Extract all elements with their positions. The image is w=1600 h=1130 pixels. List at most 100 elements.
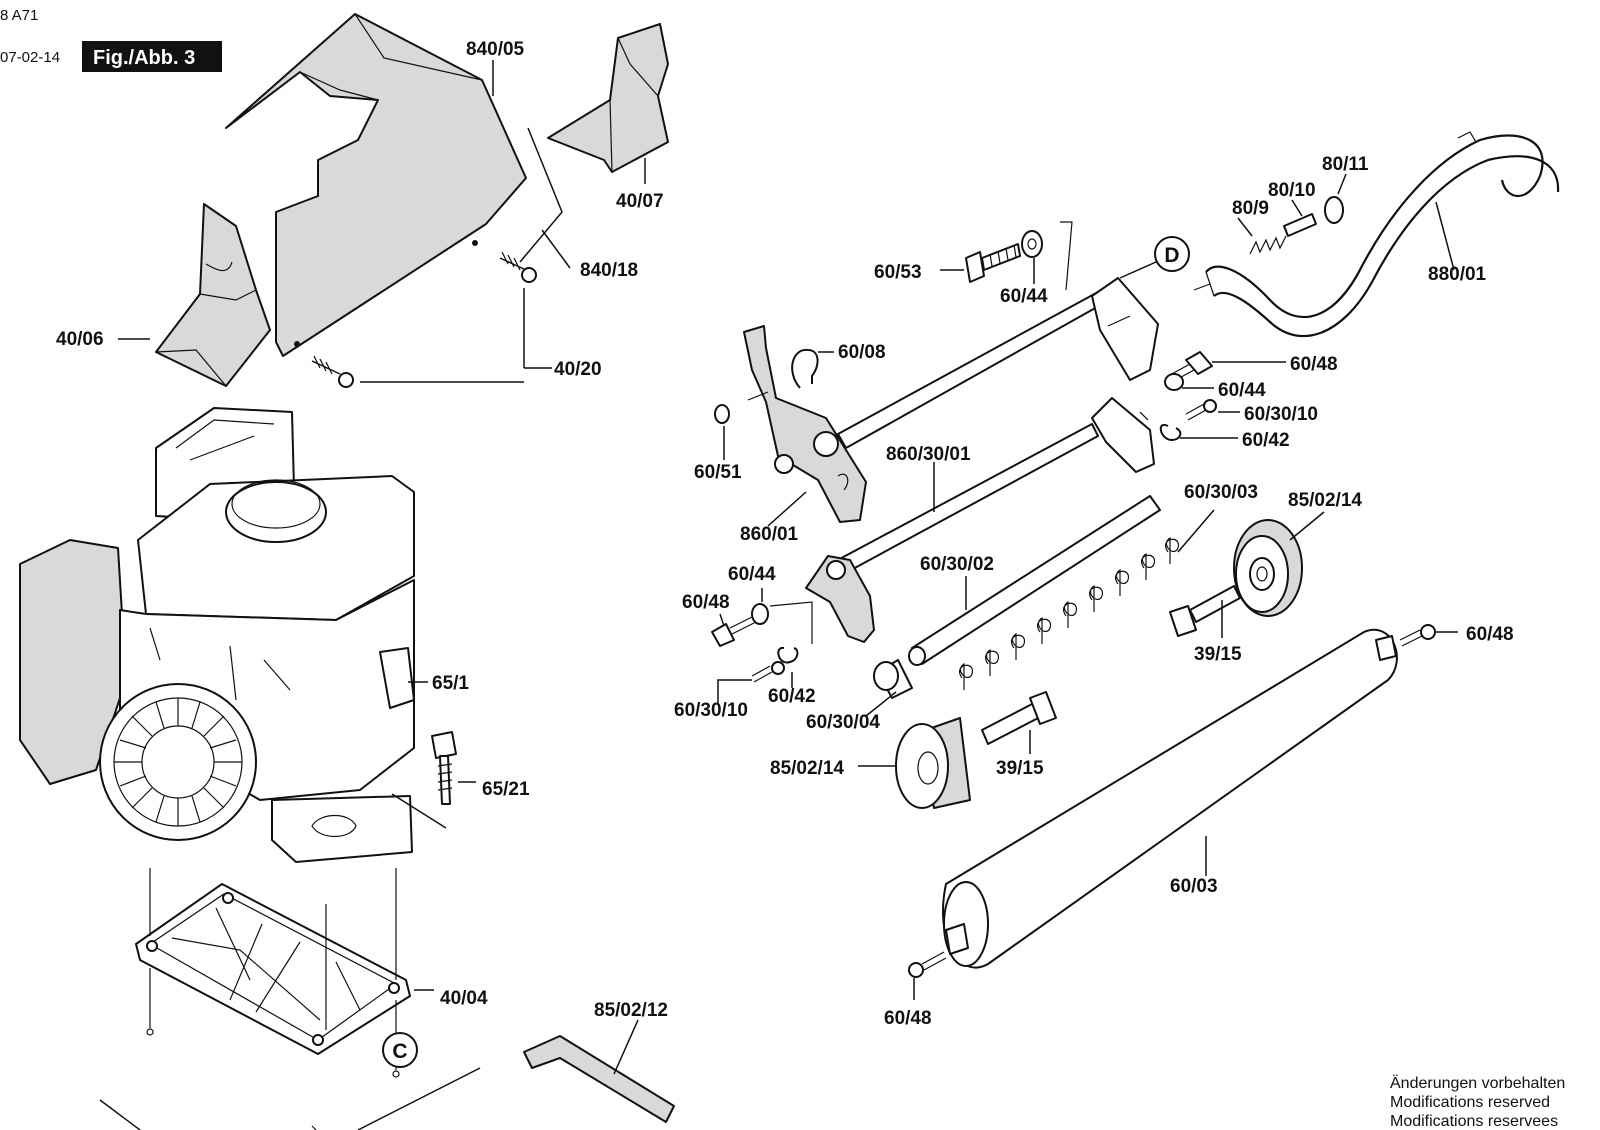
label-60-30-04: 60/30/04 [806, 712, 880, 733]
leader-880-01 [1435, 201, 1455, 271]
frame-peg [311, 1125, 317, 1130]
note-fr: Modifications reservees [1390, 1113, 1558, 1130]
label-860-01: 860/01 [740, 524, 799, 545]
doc-date: 07-02-14 [0, 49, 60, 66]
leader-65-21b [391, 793, 447, 829]
label-39-15-r: 39/15 [1194, 644, 1242, 665]
doc-code: 8 A71 [0, 7, 38, 24]
label-60-44-l: 60/44 [728, 564, 776, 585]
label-39-15-l: 39/15 [996, 758, 1044, 779]
spring-80-9 [1249, 235, 1287, 255]
guard-40-07 [547, 23, 669, 173]
label-60-44-r: 60/44 [1218, 380, 1266, 401]
label-40-04: 40/04 [440, 988, 488, 1009]
bolt-60-48-l [711, 615, 757, 647]
label-60-08: 60/08 [838, 342, 886, 363]
frame-line-mid [357, 1067, 481, 1130]
leader-40-20 [360, 288, 552, 383]
callout-d-circle [1154, 236, 1190, 272]
shaft-60-30-02 [908, 495, 1161, 666]
screw-60-48-r2 [1399, 624, 1436, 647]
washer-60-42-l [777, 646, 799, 664]
bracket-860-01 [743, 325, 867, 523]
screw-60-48-b [908, 951, 947, 978]
washer-60-42-r [1159, 423, 1182, 441]
callout-d: D [1164, 244, 1179, 267]
washer-60-44-top [1021, 230, 1043, 258]
leader-840-18 [519, 127, 563, 263]
label-60-30-03: 60/30/03 [1184, 482, 1258, 503]
label-65-1: 65/1 [432, 673, 469, 694]
label-860-30-01: 860/30/01 [886, 444, 971, 465]
label-880-01: 880/01 [1428, 264, 1487, 285]
screw-60-30-10-r [1185, 399, 1217, 421]
bolt-65-21 [431, 731, 457, 805]
leader-d [1119, 261, 1157, 279]
roller-85-02-14-r [1233, 519, 1303, 617]
callout-c-circle [382, 1032, 418, 1068]
label-60-48-r1: 60/48 [1290, 354, 1338, 375]
roller-85-02-14-l [895, 717, 971, 809]
label-60-42-r: 60/42 [1242, 430, 1290, 451]
label-60-48-r2: 60/48 [1466, 624, 1514, 645]
label-65-21: 65/21 [482, 779, 530, 800]
upper-frame [837, 221, 1159, 449]
clip-60-08 [791, 348, 819, 389]
leader-80-11 [1337, 173, 1347, 195]
frame-line-left [99, 1099, 141, 1130]
leader-80-9 [1237, 217, 1253, 237]
label-40-20: 40/20 [554, 359, 602, 380]
bolt-60-53 [965, 243, 1021, 283]
mount-foot-2 [392, 1070, 400, 1078]
hex-key-85-02-12 [523, 1035, 675, 1123]
handle-880-01 [1193, 131, 1560, 338]
note-de: Änderungen vorbehalten [1390, 1074, 1565, 1092]
washer-60-44-l [751, 603, 769, 625]
leader-85-02-12 [613, 1019, 639, 1075]
label-80-9: 80/9 [1232, 198, 1269, 219]
washer-60-44-r [1164, 373, 1184, 391]
leader-840-18b [541, 229, 571, 269]
label-60-44-top: 60/44 [1000, 286, 1048, 307]
label-85-02-12: 85/02/12 [594, 1000, 668, 1021]
clip-80-11 [1324, 196, 1344, 224]
bracket-guide-l [769, 601, 813, 644]
mount-foot-1 [146, 1028, 154, 1036]
label-60-53: 60/53 [874, 262, 922, 283]
label-80-10: 80/10 [1268, 180, 1316, 201]
screw-60-30-10-l [751, 661, 785, 683]
label-40-06: 40/06 [56, 329, 104, 350]
label-60-03: 60/03 [1170, 876, 1218, 897]
label-60-30-10-r: 60/30/10 [1244, 404, 1318, 425]
screw-40-20-lower [311, 355, 354, 388]
bolt-39-15-r [1169, 585, 1241, 637]
roller-60-03 [942, 628, 1398, 969]
figure-title: Fig./Abb. 3 [93, 47, 195, 69]
leader-60-30-10-l [717, 679, 752, 704]
springs-60-30-03 [959, 536, 1179, 690]
label-60-48-l: 60/48 [682, 592, 730, 613]
figure-badge-bg [82, 41, 222, 72]
label-840-05: 840/05 [466, 39, 525, 60]
label-60-51: 60/51 [694, 462, 742, 483]
label-60-30-10-l: 60/30/10 [674, 700, 748, 721]
leader-85-02-14-r [1289, 511, 1325, 541]
pin-60-51-stem [747, 391, 769, 401]
leader-60-30-03 [1177, 509, 1215, 553]
cap-60-51 [714, 404, 730, 424]
label-85-02-14-r: 85/02/14 [1288, 490, 1362, 511]
leader-80-10 [1291, 199, 1303, 217]
label-80-11: 80/11 [1322, 154, 1369, 175]
label-60-30-02: 60/30/02 [920, 554, 994, 575]
screw-40-20-upper [499, 251, 537, 283]
cover-840-05 [225, 13, 527, 357]
leader-860-01 [767, 491, 807, 527]
lower-frame-860-30-01 [805, 397, 1155, 643]
base-plate-40-04 [135, 883, 411, 1055]
label-60-42-l: 60/42 [768, 686, 816, 707]
label-40-07: 40/07 [616, 191, 664, 212]
washer-60-44-top-hole [1027, 238, 1037, 250]
pin-80-10 [1283, 213, 1317, 237]
bolt-39-15-l [981, 691, 1057, 745]
